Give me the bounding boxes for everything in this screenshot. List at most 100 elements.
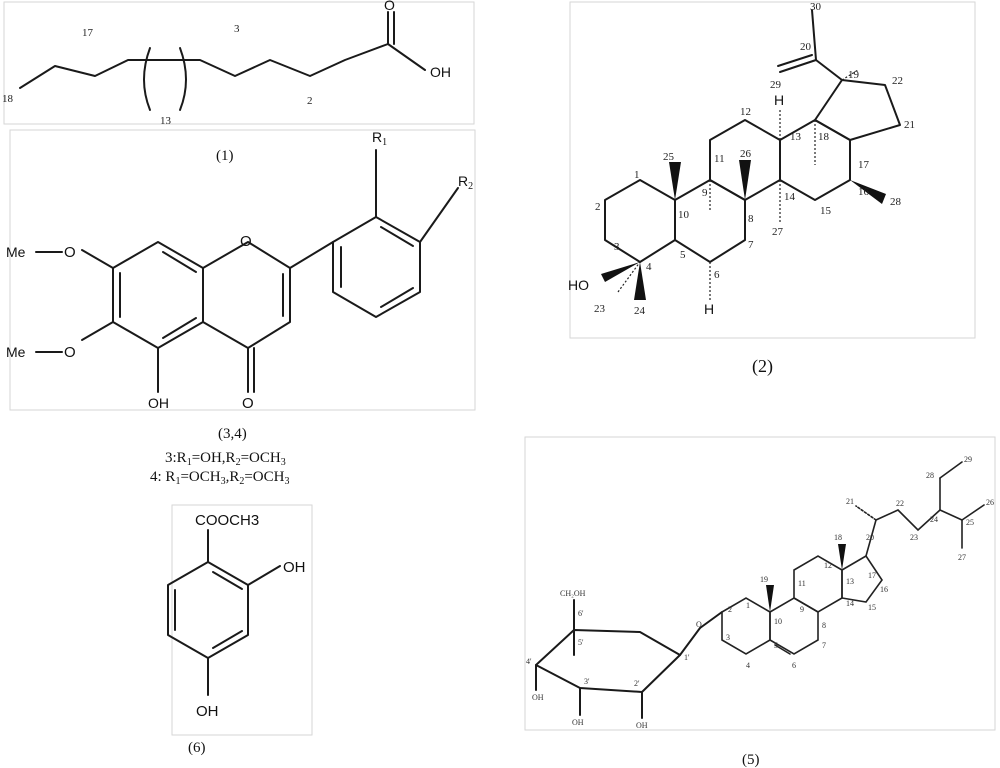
compound-5-ring-b-double (774, 644, 791, 655)
compound-5-methyl-21 (855, 505, 877, 521)
compound-6-ester: COOCH3 (195, 512, 259, 529)
compound-3-4-r2-bond (419, 187, 459, 243)
compound-1: O OH 17 3 18 2 13 (1) (2, 0, 475, 164)
compound-5-c13: 13 (846, 577, 854, 586)
compound-5-ethyl-bond-2 (939, 461, 963, 479)
compound-5-c5-prime: 5' (578, 638, 584, 647)
compound-2-isopropenyl-bond (815, 59, 843, 81)
compound-2-c15: 15 (820, 205, 832, 217)
compound-2-c7: 7 (748, 239, 754, 251)
compound-2-c25: 25 (663, 151, 675, 163)
compound-1-caption: (1) (216, 148, 234, 164)
compound-2-ring-e (814, 79, 901, 141)
compound-6-oh-bond-1 (247, 565, 281, 586)
compound-2-c22: 22 (892, 75, 903, 87)
compound-2-c26: 26 (740, 148, 752, 160)
compound-5-c27: 27 (958, 553, 966, 562)
compound-5-hydroxyl-4: OH (532, 693, 544, 702)
compound-1-chain (19, 43, 426, 89)
compound-2-c14: 14 (784, 191, 796, 203)
compound-5-sugar-ring (535, 629, 681, 693)
compound-5-c19: 19 (760, 575, 768, 584)
compound-3-4-caption: (3,4) (218, 426, 247, 442)
compound-3-4-ring-b-double-3 (380, 287, 414, 308)
compound-1-c17: 17 (82, 27, 94, 39)
compound-2-c9: 9 (702, 187, 708, 199)
compound-2-c23: 23 (594, 303, 606, 315)
compound-2-c5: 5 (680, 249, 686, 261)
compound-5-methyl-18 (838, 544, 846, 570)
compound-3-4-ring-a-double-2 (162, 251, 197, 273)
compound-5-c2: 2 (728, 605, 732, 614)
compound-5-glycosidic-bond-2 (699, 611, 723, 629)
compound-5-ch2oh: CH₂OH (560, 589, 586, 598)
compound-6-ring-double-2 (212, 571, 243, 590)
compound-2: HO H H 30 20 29 19 22 21 12 13 18 11 17 … (568, 1, 976, 377)
compound-3-4-ome-oxygen-2: O (64, 344, 76, 361)
compound-5-frame (524, 436, 996, 731)
compound-1-bracket-right (179, 47, 187, 111)
compound-2-c21: 21 (904, 119, 915, 131)
compound-5-c25: 25 (966, 518, 974, 527)
compound-5-c6: 6 (792, 661, 796, 670)
compound-2-methylene-bond-2 (777, 54, 813, 67)
compound-6-ring (167, 561, 249, 659)
compound-5-c17: 17 (868, 571, 876, 580)
compound-2-frame (569, 1, 976, 339)
compound-2-methyl-24 (634, 262, 646, 300)
compound-2-c28: 28 (890, 196, 902, 208)
compound-6-caption: (6) (188, 740, 206, 756)
compound-5-c26: 26 (986, 498, 994, 507)
compound-3-4-ring-c (202, 241, 291, 349)
compound-5-c20: 20 (866, 533, 874, 542)
compound-5-c2-prime: 2' (634, 679, 640, 688)
compound-5-c1: 1 (746, 601, 750, 610)
compound-3-4-ring-a-double-3 (162, 317, 197, 339)
compound-5-c6-prime: 6' (578, 609, 584, 618)
compound-3-4-ome-bond-1 (81, 249, 114, 269)
compound-2-c19: 19 (848, 69, 860, 81)
compound-5-c10: 10 (774, 617, 782, 626)
compound-2-c13: 13 (790, 131, 802, 143)
compound-2-c24: 24 (634, 305, 646, 317)
compound-2-h13: H (774, 92, 784, 108)
compound-2-c20: 20 (800, 41, 812, 53)
compound-2-c2: 2 (595, 201, 601, 213)
compound-5-c3-prime: 3' (584, 677, 590, 686)
compound-5-c24: 24 (930, 515, 938, 524)
compound-3-4-carbonyl-oxygen: O (242, 395, 254, 412)
compound-3-4-methyl-2: Me (6, 344, 26, 360)
compound-5-c28: 28 (926, 471, 934, 480)
compound-2-c16: 16 (858, 186, 870, 198)
compound-2-hydroxyl: HO (568, 277, 589, 293)
compound-2-c1: 1 (634, 169, 640, 181)
compound-5-glycosidic-oxygen: O (696, 620, 702, 629)
compound-5-c5: 5 (774, 641, 778, 650)
compound-5-c29: 29 (964, 455, 972, 464)
compound-3-4-ring-b (332, 216, 421, 318)
compound-5-c1-prime: 1' (684, 653, 690, 662)
compound-1-c18: 18 (2, 93, 14, 105)
compound-3-4-methyl-1: Me (6, 244, 26, 260)
compound-5-isopropyl-bond-2 (961, 504, 985, 521)
compound-5-c3: 3 (726, 633, 730, 642)
compound-2-c3: 3 (614, 241, 620, 253)
compound-2-methylene-bond (779, 59, 817, 73)
compound-3-4-r1: R1 (372, 129, 387, 148)
compound-2-methyl-30-bond (811, 9, 817, 61)
compound-5-c9: 9 (800, 605, 804, 614)
compound-5-c8: 8 (822, 621, 826, 630)
compound-5-c18: 18 (834, 533, 842, 542)
compound-2-c18: 18 (818, 131, 830, 143)
compound-2-c17: 17 (858, 159, 870, 171)
compound-5-hydroxyl-2: OH (636, 721, 648, 730)
compound-3-4-ome-bond-2 (81, 321, 114, 341)
compound-5-c4-prime: 4' (526, 657, 532, 666)
compound-2-c11: 11 (714, 153, 725, 165)
compound-6: COOCH3 OH OH (6) (167, 504, 313, 756)
compound-3-4-ring-a (112, 241, 204, 349)
compound-1-oxygen: O (384, 0, 395, 13)
compound-5-methyl-19 (766, 585, 774, 612)
compound-2-c29: 29 (770, 79, 782, 91)
compound-3-4-ring-oxygen: O (240, 233, 252, 250)
